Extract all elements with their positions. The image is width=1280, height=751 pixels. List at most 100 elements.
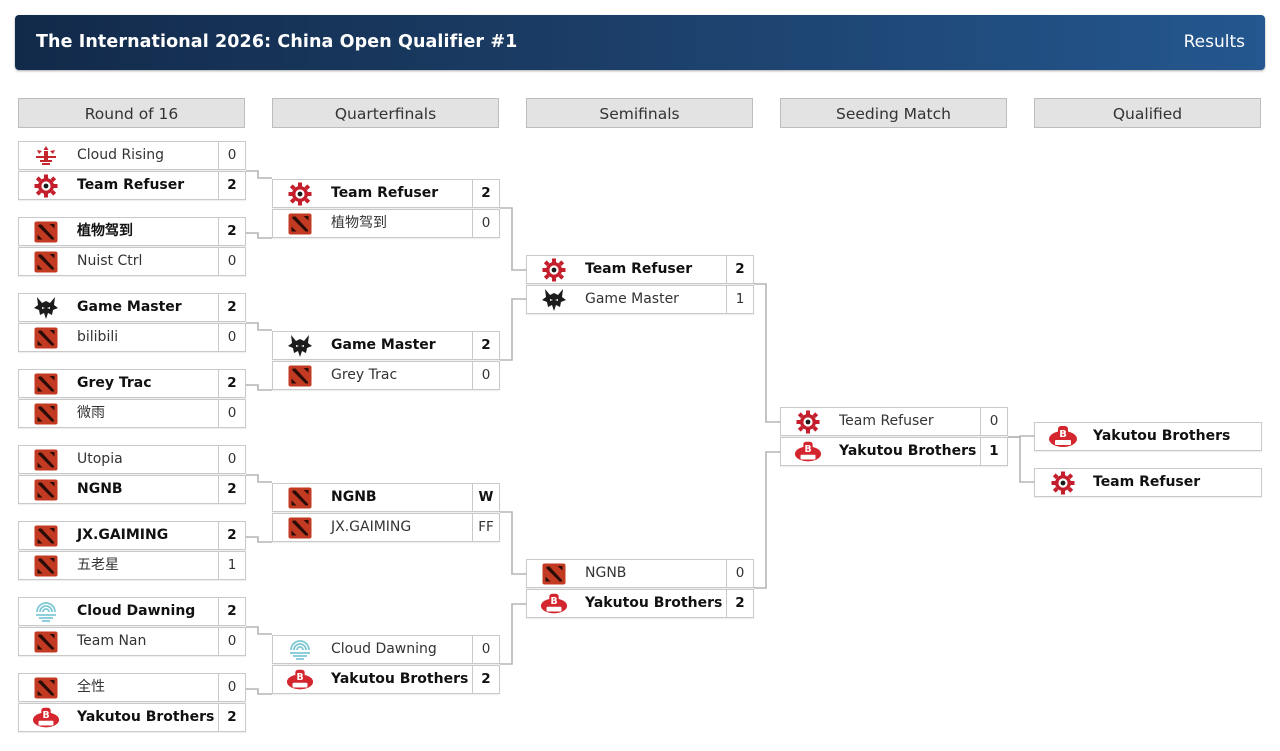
team-slot[interactable]: Team Refuser 2 [18, 171, 246, 200]
yakutou-logo-icon: B [540, 593, 568, 615]
team-score: 0 [218, 400, 245, 427]
team-slot[interactable]: Team Refuser 2 [272, 179, 500, 208]
team-slot[interactable]: Game Master 2 [272, 331, 500, 360]
team-score: 2 [218, 294, 245, 321]
team-slot[interactable]: B Yakutou Brothers 2 [526, 589, 754, 618]
team-name: bilibili [77, 329, 119, 345]
team-name: Game Master [585, 291, 679, 307]
match-r16-5: Utopia 0 NGNB 2 [18, 445, 246, 504]
svg-text:B: B [550, 596, 557, 607]
team-slot[interactable]: Cloud Dawning 2 [18, 597, 246, 626]
round-header-r16: Round of 16 [18, 98, 245, 128]
dota-logo-icon [32, 677, 60, 699]
team-score: 2 [472, 180, 499, 207]
team-slot[interactable]: Utopia 0 [18, 445, 246, 474]
team-name: Cloud Dawning [77, 603, 196, 619]
match-sf-2: NGNB 0 B Yakutou Brothers 2 [526, 559, 754, 618]
wolf-logo-icon [286, 335, 314, 357]
dota-logo-icon [286, 517, 314, 539]
team-score: 2 [472, 332, 499, 359]
team-slot[interactable]: Game Master 1 [526, 285, 754, 314]
team-slot[interactable]: JX.GAIMING FF [272, 513, 500, 542]
qualified-slot-2[interactable]: Team Refuser [1034, 468, 1262, 497]
team-score: 0 [218, 674, 245, 701]
team-slot[interactable]: NGNB W [272, 483, 500, 512]
team-name: Yakutou Brothers [839, 443, 977, 459]
team-score: 2 [218, 704, 245, 731]
team-name: Team Nan [77, 633, 147, 649]
match-r16-4: Grey Trac 2 微雨 0 [18, 369, 246, 428]
team-name: Team Refuser [839, 413, 934, 429]
team-name: NGNB [77, 481, 123, 497]
team-score: FF [472, 514, 499, 541]
team-slot[interactable]: B Yakutou Brothers 2 [18, 703, 246, 732]
dota-logo-icon [32, 327, 60, 349]
team-score: 1 [218, 552, 245, 579]
team-name: Cloud Dawning [331, 641, 437, 657]
team-slot[interactable]: Team Nan 0 [18, 627, 246, 656]
refuser-gear-logo-icon [1048, 471, 1078, 495]
dota-logo-icon [32, 449, 60, 471]
dota-logo-icon [32, 221, 60, 243]
team-slot[interactable]: 植物驾到 0 [272, 209, 500, 238]
team-slot[interactable]: Grey Trac 0 [272, 361, 500, 390]
team-slot[interactable]: bilibili 0 [18, 323, 246, 352]
team-slot[interactable]: Grey Trac 2 [18, 369, 246, 398]
team-name: Team Refuser [585, 261, 693, 277]
results-link[interactable]: Results [1183, 32, 1245, 52]
team-slot[interactable]: Cloud Rising 0 [18, 141, 246, 170]
team-slot[interactable]: NGNB 0 [526, 559, 754, 588]
team-score: 0 [218, 142, 245, 169]
team-name: NGNB [585, 565, 627, 581]
cloud-rising-logo-icon [32, 145, 60, 167]
match-qf-4: Cloud Dawning 0 B Yakutou Brothers 2 [272, 635, 500, 694]
team-score: 2 [218, 370, 245, 397]
team-score: 2 [218, 522, 245, 549]
match-r16-3: Game Master 2 bilibili 0 [18, 293, 246, 352]
dota-logo-icon [32, 373, 60, 395]
team-name: Yakutou Brothers [585, 595, 723, 611]
team-score: 0 [218, 628, 245, 655]
team-slot[interactable]: Team Refuser 0 [780, 407, 1008, 436]
team-slot[interactable]: 五老星 1 [18, 551, 246, 580]
team-slot[interactable]: 微雨 0 [18, 399, 246, 428]
team-slot[interactable]: NGNB 2 [18, 475, 246, 504]
team-name: Cloud Rising [77, 147, 165, 163]
team-name: Game Master [77, 299, 182, 315]
page-header: The International 2026: China Open Quali… [15, 15, 1265, 70]
team-slot[interactable]: B Yakutou Brothers 1 [780, 437, 1008, 466]
refuser-gear-logo-icon [286, 182, 314, 206]
qualified-team-name: Yakutou Brothers [1093, 428, 1231, 444]
team-name: Grey Trac [331, 367, 398, 383]
team-score: 0 [218, 324, 245, 351]
dota-logo-icon [32, 403, 60, 425]
team-score: 0 [472, 636, 499, 663]
match-qf-3: NGNB W JX.GAIMING FF [272, 483, 500, 542]
yakutou-logo-icon: B [1048, 426, 1078, 448]
team-slot[interactable]: JX.GAIMING 2 [18, 521, 246, 550]
wolf-logo-icon [540, 289, 568, 311]
team-slot[interactable]: Nuist Ctrl 0 [18, 247, 246, 276]
match-qf-2: Game Master 2 Grey Trac 0 [272, 331, 500, 390]
match-r16-2: 植物驾到 2 Nuist Ctrl 0 [18, 217, 246, 276]
match-sf-1: Team Refuser 2 Game Master 1 [526, 255, 754, 314]
wolf-logo-icon [32, 297, 60, 319]
qualified-team-name: Team Refuser [1093, 474, 1201, 490]
team-slot[interactable]: 全性 0 [18, 673, 246, 702]
refuser-gear-logo-icon [540, 258, 568, 282]
team-slot[interactable]: B Yakutou Brothers 2 [272, 665, 500, 694]
match-r16-6: JX.GAIMING 2 五老星 1 [18, 521, 246, 580]
team-slot[interactable]: 植物驾到 2 [18, 217, 246, 246]
match-seeding: Team Refuser 0 B Yakutou Brothers 1 [780, 407, 1008, 466]
dota-logo-icon [32, 631, 60, 653]
team-name: 植物驾到 [331, 215, 387, 231]
round-header-qualified: Qualified [1034, 98, 1261, 128]
yakutou-logo-icon: B [286, 669, 314, 691]
team-name: Yakutou Brothers [331, 671, 469, 687]
team-slot[interactable]: Game Master 2 [18, 293, 246, 322]
team-name: Team Refuser [331, 185, 439, 201]
dota-logo-icon [32, 555, 60, 577]
team-slot[interactable]: Team Refuser 2 [526, 255, 754, 284]
team-slot[interactable]: Cloud Dawning 0 [272, 635, 500, 664]
qualified-slot-1[interactable]: B Yakutou Brothers [1034, 422, 1262, 451]
